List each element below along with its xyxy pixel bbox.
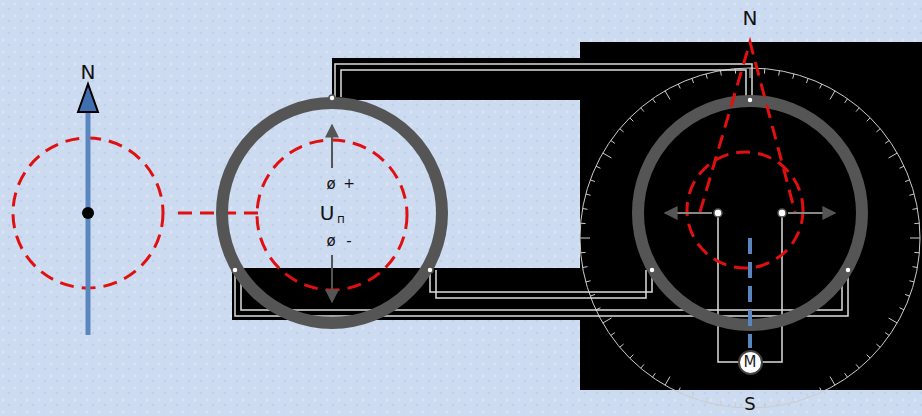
motor-circle: M <box>738 350 763 375</box>
north-label: N <box>743 8 758 28</box>
needle-head <box>78 84 98 112</box>
terminal-symbol: ø <box>326 234 335 249</box>
scale-tick <box>611 140 615 143</box>
voltage-subscript: п <box>337 213 345 225</box>
pivot <box>82 207 94 219</box>
scale-tick <box>706 397 707 402</box>
scale-tick <box>764 69 765 74</box>
arrow <box>665 212 712 214</box>
scale-tick <box>830 91 835 100</box>
scale-tick <box>806 393 808 398</box>
scale-tick <box>586 281 591 282</box>
arrow <box>331 255 333 302</box>
right-panel <box>580 42 922 390</box>
scale-tick <box>830 377 835 386</box>
scale-tick <box>867 118 871 122</box>
north-label: N <box>81 62 96 82</box>
scale-tick <box>596 166 601 168</box>
scale-tick <box>583 266 588 268</box>
scale-tick <box>583 208 588 210</box>
scale-tick <box>793 74 794 79</box>
scale-tick <box>652 99 655 103</box>
scale-tick <box>720 400 722 405</box>
scale-tick <box>914 223 919 224</box>
scale-tick <box>912 266 917 268</box>
scale-tick <box>603 153 612 158</box>
scale-tick <box>867 355 871 359</box>
scale-ticks <box>580 68 920 408</box>
scale-tick <box>793 397 794 402</box>
scale-tick <box>611 333 615 336</box>
scale-tick <box>603 318 612 323</box>
scale-tick <box>845 99 848 103</box>
scale-circle <box>580 68 920 408</box>
scale-tick <box>856 364 859 368</box>
scale-tick <box>620 129 624 132</box>
scale-tick <box>912 208 917 210</box>
scale-tick <box>889 318 898 323</box>
scale-tick <box>905 294 910 296</box>
scale-tick <box>735 402 736 407</box>
scale-tick <box>590 180 595 182</box>
scale-tick <box>778 400 780 405</box>
scale-tick <box>914 252 919 253</box>
coil-ring <box>222 103 442 323</box>
scale-tick <box>590 294 595 296</box>
scale-tick <box>909 281 914 282</box>
field-lines <box>700 42 795 212</box>
pointer <box>748 238 752 348</box>
scale-tick <box>889 153 898 158</box>
scale-tick <box>806 78 808 83</box>
scale-tick <box>909 194 914 195</box>
terminals <box>649 97 851 273</box>
scale-tick <box>856 108 859 112</box>
scale-tick <box>620 344 624 347</box>
scale-tick <box>820 84 822 89</box>
scale-tick <box>764 402 765 407</box>
scale-tick <box>630 355 634 359</box>
scale-tick <box>778 71 780 76</box>
scale-tick <box>678 388 680 393</box>
scale-tick <box>876 129 880 132</box>
arrow <box>331 125 333 168</box>
scale-tick <box>652 373 655 377</box>
scale-tick <box>885 333 889 336</box>
scale-tick <box>586 194 591 195</box>
scale-tick <box>665 377 670 386</box>
scale-tick <box>630 118 634 122</box>
south-label: S <box>744 395 755 413</box>
scale-tick <box>750 68 751 78</box>
scale-tick <box>678 84 680 89</box>
field-circle <box>687 152 803 268</box>
scale-tick <box>910 238 920 239</box>
scale-tick <box>641 108 644 112</box>
scale-tick <box>820 388 822 393</box>
scale-tick <box>641 364 644 368</box>
scale-tick <box>900 166 905 168</box>
scale-tick <box>905 180 910 182</box>
terminal-symbol: ø <box>326 177 335 192</box>
motor-label: M <box>744 355 757 370</box>
arrow <box>788 212 835 214</box>
scale-tick <box>845 373 848 377</box>
scale-tick <box>900 308 905 310</box>
scale-tick <box>885 140 889 143</box>
scale-tick <box>665 91 670 100</box>
scale-tick <box>876 344 880 347</box>
polarity-sign: + <box>343 176 355 190</box>
scale-tick <box>581 223 586 224</box>
scale-tick <box>706 74 707 79</box>
terminals <box>232 95 433 273</box>
scale-tick <box>720 71 722 76</box>
voltage-symbol: U <box>320 203 335 223</box>
scale-tick <box>581 252 586 253</box>
scale-tick <box>692 393 694 398</box>
polarity-sign: - <box>346 234 351 249</box>
scale-tick <box>692 78 694 83</box>
scale-tick <box>580 238 590 239</box>
